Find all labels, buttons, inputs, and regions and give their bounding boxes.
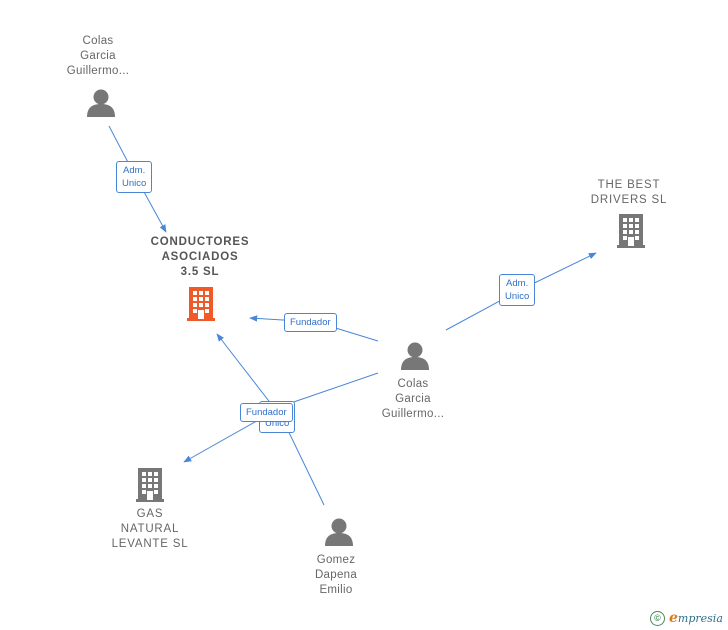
edge-label-adm-unico: Adm. Unico: [116, 161, 153, 193]
node-label-best-drivers[interactable]: THE BEST DRIVERS SL: [590, 179, 668, 206]
person-icon[interactable]: [401, 342, 429, 371]
brand-logo[interactable]: empresia: [669, 610, 723, 626]
footer-brand: © empresia: [650, 608, 723, 628]
edge-label-adm-unico: Adm. Unico: [499, 274, 536, 306]
node-label-gomez[interactable]: Gomez Dapena Emilio: [314, 554, 358, 596]
person-icon[interactable]: [87, 89, 115, 118]
node-label-conductores[interactable]: CONDUCTORES ASOCIADOS 3.5 SL: [150, 236, 250, 278]
building-icon[interactable]: [617, 214, 645, 248]
building-icon[interactable]: [187, 287, 215, 321]
copyright-icon: ©: [650, 610, 665, 626]
edge-label-fundador: Fundador: [240, 403, 293, 422]
node-label-person-top[interactable]: Colas Garcia Guillermo...: [66, 35, 130, 77]
building-icon[interactable]: [136, 468, 164, 502]
person-icon[interactable]: [325, 518, 353, 547]
edge-label-fundador: Fundador: [284, 313, 337, 332]
node-label-person-center[interactable]: Colas Garcia Guillermo...: [381, 378, 445, 420]
node-label-gas-natural[interactable]: GAS NATURAL LEVANTE SL: [111, 508, 189, 550]
